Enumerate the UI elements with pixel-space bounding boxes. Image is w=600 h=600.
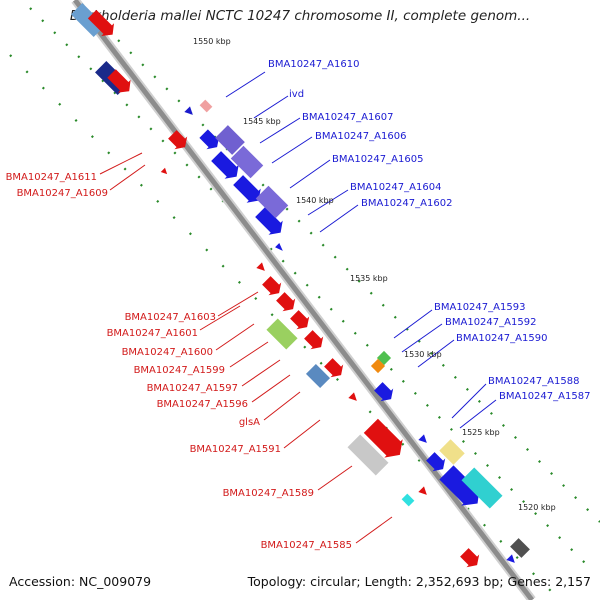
map-title: Burkholderia mallei NCTC 10247 chromosom… (69, 8, 531, 24)
gene-block-A1596[interactable] (305, 363, 331, 389)
gene-label-A1587[interactable]: BMA10247_A1587 (499, 391, 590, 402)
label-leader-lines (99, 71, 497, 544)
gene-arrow-A1590[interactable] (372, 380, 397, 405)
gene-arrow-A1588[interactable] (418, 434, 429, 445)
operon-block-2[interactable] (230, 145, 264, 179)
gene-features[interactable] (71, 3, 530, 571)
scale-label-1545: 1545 kbp (243, 117, 281, 126)
outer-tick-track (76, 0, 600, 523)
gene-label-A1611[interactable]: BMA10247_A1611 (6, 172, 97, 183)
gene-label-A1604[interactable]: BMA10247_A1604 (350, 182, 441, 193)
gene-label-A1602[interactable]: BMA10247_A1602 (361, 198, 452, 209)
gene-block-green[interactable] (266, 318, 298, 350)
gene-block-A1589[interactable] (347, 434, 389, 476)
gene-label-A1605[interactable]: BMA10247_A1605 (332, 154, 423, 165)
gene-label-A1597[interactable]: BMA10247_A1597 (147, 383, 238, 394)
operon-block-1[interactable] (215, 125, 245, 155)
inner-tick-track (29, 7, 591, 569)
genome-backbone (71, 0, 536, 600)
gene-label-A1610[interactable]: BMA10247_A1610 (268, 59, 359, 70)
gene-label-A1609[interactable]: BMA10247_A1609 (17, 188, 108, 199)
gene-arrow-bottom-blue[interactable] (506, 554, 517, 565)
gene-block-top-lightblue[interactable] (71, 3, 105, 37)
gene-arrow-A1597[interactable] (322, 356, 347, 381)
gene-label-A1589[interactable]: BMA10247_A1589 (223, 488, 314, 499)
gene-arrow-A1587[interactable] (424, 450, 449, 475)
gene-arrow-A1600[interactable] (288, 308, 313, 333)
gene-label-A1599[interactable]: BMA10247_A1599 (134, 365, 225, 376)
operon-block-3[interactable] (255, 185, 289, 219)
gene-arrow-A1591[interactable] (362, 417, 409, 464)
gene-block-orange[interactable] (370, 358, 386, 374)
scale-label-1530: 1530 kbp (404, 350, 442, 359)
scale-label-1550: 1550 kbp (193, 37, 231, 46)
gene-arrow-top-red[interactable] (86, 8, 119, 41)
gene-arrow-small-blue[interactable] (184, 106, 195, 117)
gene-label-A1596[interactable]: BMA10247_A1596 (157, 399, 248, 410)
gene-label-A1593[interactable]: BMA10247_A1593 (434, 302, 525, 313)
gene-label-A1606[interactable]: BMA10247_A1606 (315, 131, 406, 142)
gene-label-A1601[interactable]: BMA10247_A1601 (107, 328, 198, 339)
gene-arrow-A1603[interactable] (260, 274, 285, 299)
gene-label-A1607[interactable]: BMA10247_A1607 (302, 112, 393, 123)
topology-text: Topology: circular; Length: 2,352,693 bp… (247, 574, 591, 589)
gene-arrow-A1585[interactable] (418, 486, 429, 497)
gene-arrow-A1609[interactable] (160, 167, 169, 176)
gene-arrow-A1603-small[interactable] (256, 262, 267, 273)
accession-text: Accession: NC_009079 (9, 574, 152, 589)
gene-block-bottom-gray[interactable] (510, 538, 530, 558)
gene-arrow-A1611[interactable] (166, 128, 191, 153)
gene-label-A1591[interactable]: BMA10247_A1591 (190, 444, 281, 455)
gene-arrow-glsA[interactable] (348, 392, 359, 403)
gene-label-A1600[interactable]: BMA10247_A1600 (122, 347, 213, 358)
scale-labels: 1550 kbp 1545 kbp 1540 kbp 1535 kbp 1530… (193, 37, 556, 512)
gene-label-A1585[interactable]: BMA10247_A1585 (261, 540, 352, 551)
gene-arrow-A1602[interactable] (275, 243, 285, 253)
scale-label-1535: 1535 kbp (350, 274, 388, 283)
gene-arrow-bottom-red[interactable] (458, 546, 483, 571)
forward-gene-labels[interactable]: BMA10247_A1610 ivd BMA10247_A1607 BMA102… (268, 59, 590, 402)
gene-label-A1588[interactable]: BMA10247_A1588 (488, 376, 579, 387)
gene-label-A1592[interactable]: BMA10247_A1592 (445, 317, 536, 328)
gene-block-pink[interactable] (199, 99, 213, 113)
gene-label-ivd[interactable]: ivd (289, 89, 304, 100)
gene-block-yellow[interactable] (439, 439, 465, 465)
reverse-gene-labels[interactable]: BMA10247_A1611 BMA10247_A1609 BMA10247_A… (6, 172, 352, 551)
scale-label-1525: 1525 kbp (462, 428, 500, 437)
gene-arrow-A1607[interactable] (197, 127, 223, 153)
gene-label-A1603[interactable]: BMA10247_A1603 (125, 312, 216, 323)
gene-arrow-A1606[interactable] (209, 149, 244, 184)
gene-label-glsA[interactable]: glsA (239, 417, 260, 428)
scale-label-1540: 1540 kbp (296, 196, 334, 205)
gene-block-cyan[interactable] (461, 467, 503, 509)
gene-arrow-A1601[interactable] (274, 290, 299, 315)
gene-block-A1585[interactable] (401, 493, 415, 507)
gene-arrow-blue-large[interactable] (437, 463, 486, 512)
gene-arrow-A1605[interactable] (231, 173, 266, 208)
gene-label-A1590[interactable]: BMA10247_A1590 (456, 333, 547, 344)
gene-arrow-A1599[interactable] (302, 328, 327, 353)
gene-arrow-navy-red[interactable] (105, 67, 135, 97)
scale-label-1520: 1520 kbp (518, 503, 556, 512)
gene-arrow-A1604[interactable] (253, 205, 288, 240)
